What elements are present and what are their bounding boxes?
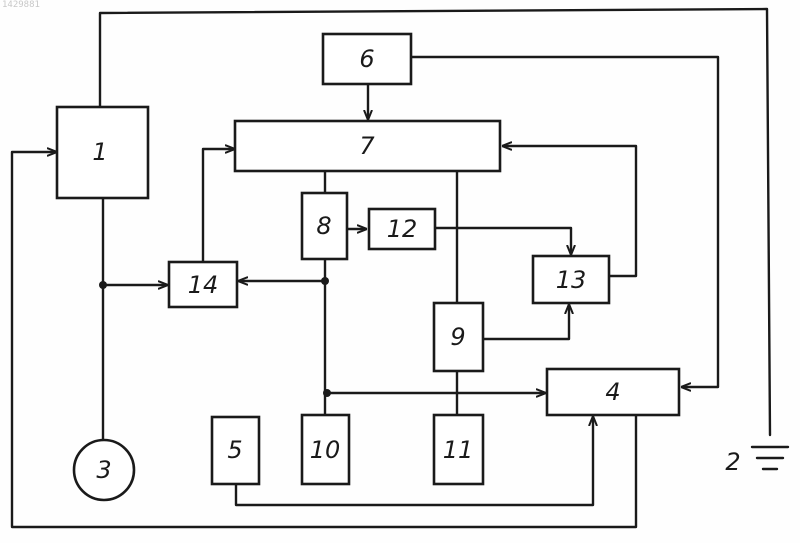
block-10-label: 10 xyxy=(310,436,341,464)
watermark-text: 1429881 xyxy=(2,0,40,10)
wire-9-to-13 xyxy=(483,305,569,339)
block-11-label: 11 xyxy=(443,436,474,464)
block-4-label: 4 xyxy=(605,378,620,406)
block-12-label: 12 xyxy=(387,215,418,243)
wire-12-to-13 xyxy=(435,228,571,254)
block-8-label: 8 xyxy=(316,212,331,240)
junction-dot-3 xyxy=(323,389,331,397)
ground-symbol xyxy=(752,447,788,469)
junction-dot-2 xyxy=(321,277,329,285)
block-7-label: 7 xyxy=(359,132,375,160)
wire-5-to-4 xyxy=(236,417,593,505)
wire-14-to-7 xyxy=(203,149,234,262)
block-6-label: 6 xyxy=(359,45,374,73)
block-3-label: 3 xyxy=(96,456,111,484)
block-14-label: 14 xyxy=(188,271,219,299)
ground-label: 2 xyxy=(725,448,740,476)
block-13-label: 13 xyxy=(556,266,587,294)
block-9-label: 9 xyxy=(450,323,465,351)
junction-dot-1 xyxy=(99,281,107,289)
block-5-label: 5 xyxy=(227,436,242,464)
block-1-label: 1 xyxy=(92,138,107,166)
